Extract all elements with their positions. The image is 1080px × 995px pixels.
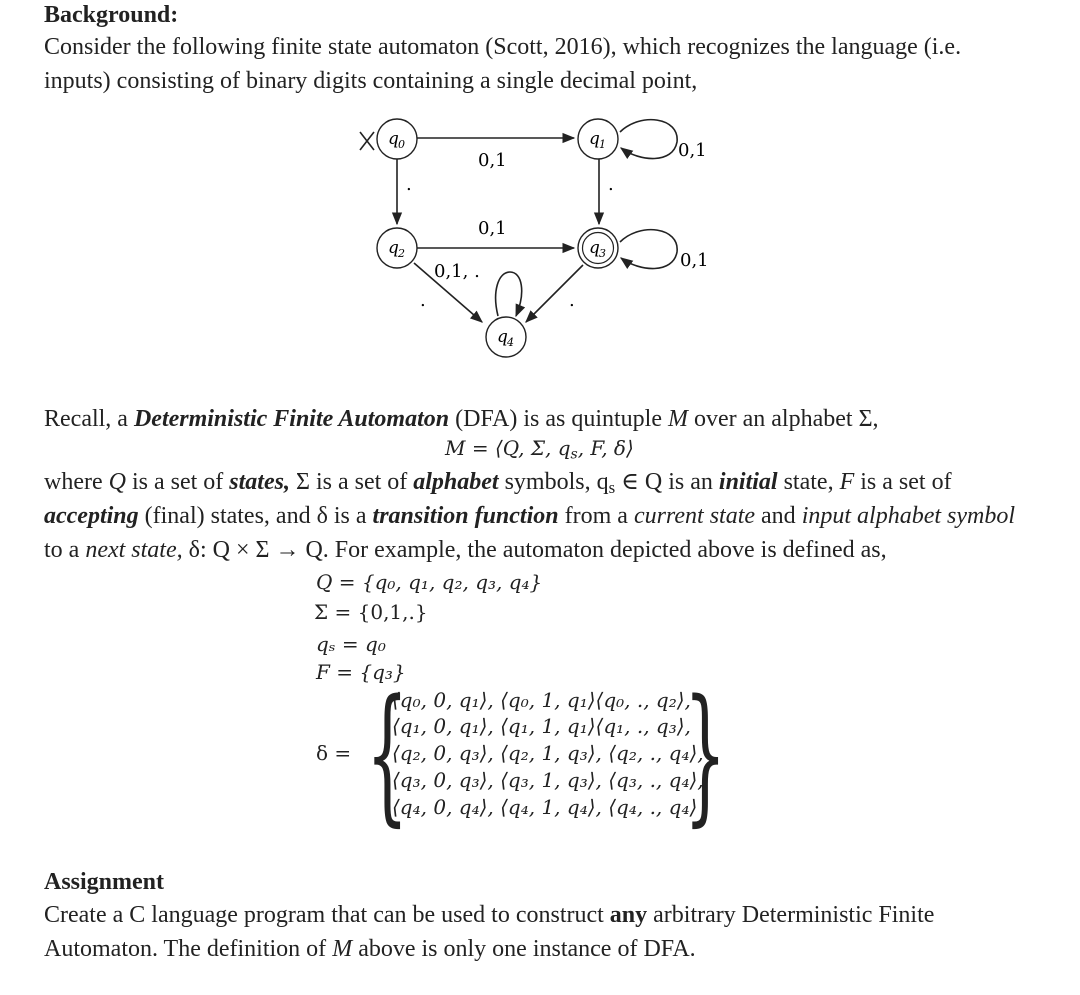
delta-left-brace: { bbox=[366, 668, 409, 840]
delta-row-1: ⟨q₁, 0, q₁⟩, ⟨q₁, 1, q₁⟩⟨q₁, ., q₃⟩, bbox=[392, 714, 691, 738]
def-F: F = {q₃} bbox=[316, 660, 406, 684]
svg-text:q: q bbox=[589, 238, 600, 258]
automaton-diagram: q 0 q 1 q 2 q 3 q 4 0,1 0,1 . . 0,1 0,1 … bbox=[359, 118, 709, 358]
svg-text:q: q bbox=[589, 129, 600, 149]
background-heading: Background: bbox=[44, 2, 179, 28]
svg-text:q: q bbox=[388, 238, 399, 258]
delta-row-4: ⟨q₄, 0, q₄⟩, ⟨q₄, 1, q₄⟩, ⟨q₄, ., q₄⟩ bbox=[392, 795, 698, 819]
label-q0-q2: . bbox=[406, 174, 412, 195]
where-line-2: accepting (final) states, and δ is a tra… bbox=[44, 503, 1016, 529]
where-line-1: where Q is a set of states, Σ is a set o… bbox=[44, 469, 952, 498]
svg-text:0: 0 bbox=[398, 138, 405, 151]
m-definition: M = ⟨Q, Σ, qs, F, δ⟩ bbox=[445, 436, 634, 463]
assignment-line-2: Automaton. The definition of M above is … bbox=[44, 936, 696, 962]
svg-text:q: q bbox=[388, 129, 399, 149]
label-q1-self: 0,1 bbox=[678, 140, 707, 161]
recall-text-e: over an alphabet Σ, bbox=[687, 406, 879, 432]
recall-m: M bbox=[667, 406, 688, 432]
assignment-heading: Assignment bbox=[44, 869, 165, 895]
def-qs: qₛ = q₀ bbox=[316, 632, 386, 656]
delta-row-3: ⟨q₃, 0, q₃⟩, ⟨q₃, 1, q₃⟩, ⟨q₃, ., q₄⟩, bbox=[392, 768, 704, 792]
state-q4: q 4 bbox=[485, 316, 527, 358]
label-q1-q3: . bbox=[608, 174, 614, 195]
background-line-1: Consider the following finite state auto… bbox=[44, 34, 962, 60]
state-q2: q 2 bbox=[376, 227, 418, 269]
label-q2-q4: . bbox=[420, 290, 426, 311]
loop-q3 bbox=[619, 228, 678, 270]
background-line-2: inputs) consisting of binary digits cont… bbox=[44, 68, 698, 94]
delta-row-0: ⟨q₀, 0, q₁⟩, ⟨q₀, 1, q₁⟩⟨q₀, ., q₂⟩, bbox=[392, 688, 691, 712]
loop-q4 bbox=[494, 271, 526, 318]
assignment-line-1: Create a C language program that can be … bbox=[44, 902, 935, 928]
state-q1: q 1 bbox=[577, 118, 619, 160]
edge-q2-q4 bbox=[413, 262, 483, 323]
def-sigma: Σ = {0,1,.} bbox=[314, 600, 428, 624]
recall-line: Recall, a Deterministic Finite Automaton… bbox=[44, 404, 879, 434]
label-q4-self: 0,1, . bbox=[434, 261, 480, 282]
label-q0-q1: 0,1 bbox=[478, 150, 507, 171]
label-q2-q3: 0,1 bbox=[478, 218, 507, 239]
where-line-3: to a next state, δ: Q × Σ → Q. For examp… bbox=[44, 537, 887, 563]
delta-row-2: ⟨q₂, 0, q₃⟩, ⟨q₂, 1, q₃⟩, ⟨q₂, ., q₄⟩, bbox=[392, 741, 704, 765]
svg-text:2: 2 bbox=[397, 247, 405, 260]
state-q3-accepting: q 3 bbox=[577, 227, 619, 269]
loop-q1 bbox=[619, 118, 678, 160]
start-marker bbox=[359, 131, 375, 151]
svg-text:1: 1 bbox=[599, 138, 606, 151]
edge-q3-q4 bbox=[525, 264, 584, 323]
svg-text:4: 4 bbox=[506, 336, 514, 349]
label-q3-q4: . bbox=[569, 290, 575, 311]
svg-text:q: q bbox=[497, 327, 508, 347]
label-q3-self: 0,1 bbox=[680, 250, 709, 271]
state-q0: q 0 bbox=[376, 118, 418, 160]
delta-right-brace: } bbox=[684, 668, 727, 840]
def-Q: Q = {q₀, q₁, q₂, q₃, q₄} bbox=[316, 570, 543, 594]
svg-text:3: 3 bbox=[599, 247, 606, 260]
recall-text-a: Recall, a bbox=[44, 406, 134, 432]
recall-text-c: (DFA) is as quintuple bbox=[449, 406, 668, 432]
recall-dfa-term: Deterministic Finite Automaton bbox=[133, 406, 450, 432]
def-delta-label: δ = bbox=[316, 741, 352, 765]
